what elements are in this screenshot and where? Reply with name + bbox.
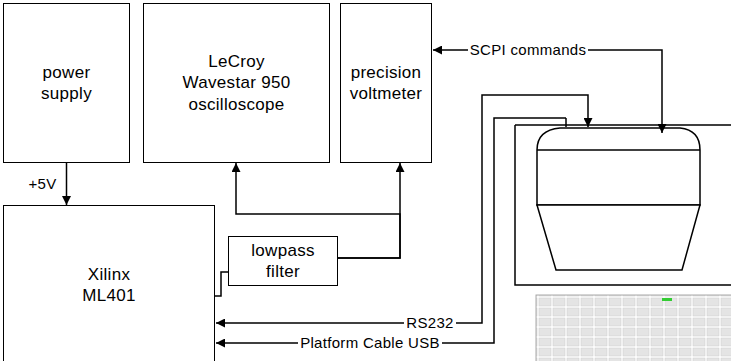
keyboard-illustration: [536, 295, 731, 361]
box-label: LeCroy Wavestar 950 oscilloscope: [181, 51, 293, 115]
box-label: power supply: [32, 62, 102, 105]
box-label: precision voltmeter: [344, 62, 428, 105]
connector: [215, 272, 228, 296]
signal-label: RS232: [404, 314, 455, 331]
box-label: Xilinx ML401: [74, 264, 144, 307]
usb-wire-end: [565, 118, 567, 127]
voltmeter-box: precision voltmeter: [340, 3, 432, 163]
signal-label: SCPI commands: [468, 41, 588, 58]
scpi-wire: [433, 50, 662, 133]
power-supply-box: power supply: [3, 3, 130, 163]
signal-label: Platform Cable USB: [298, 334, 442, 351]
connector: [338, 163, 400, 258]
edge-label: +5V: [26, 175, 58, 192]
connector: [66, 163, 68, 205]
laptop-illustration: [515, 125, 731, 285]
filter-box: lowpass filter: [228, 236, 338, 286]
box-label: lowpass filter: [243, 240, 323, 283]
fpga-board-box: Xilinx ML401: [3, 205, 215, 361]
oscilloscope-box: LeCroy Wavestar 950 oscilloscope: [143, 3, 330, 163]
